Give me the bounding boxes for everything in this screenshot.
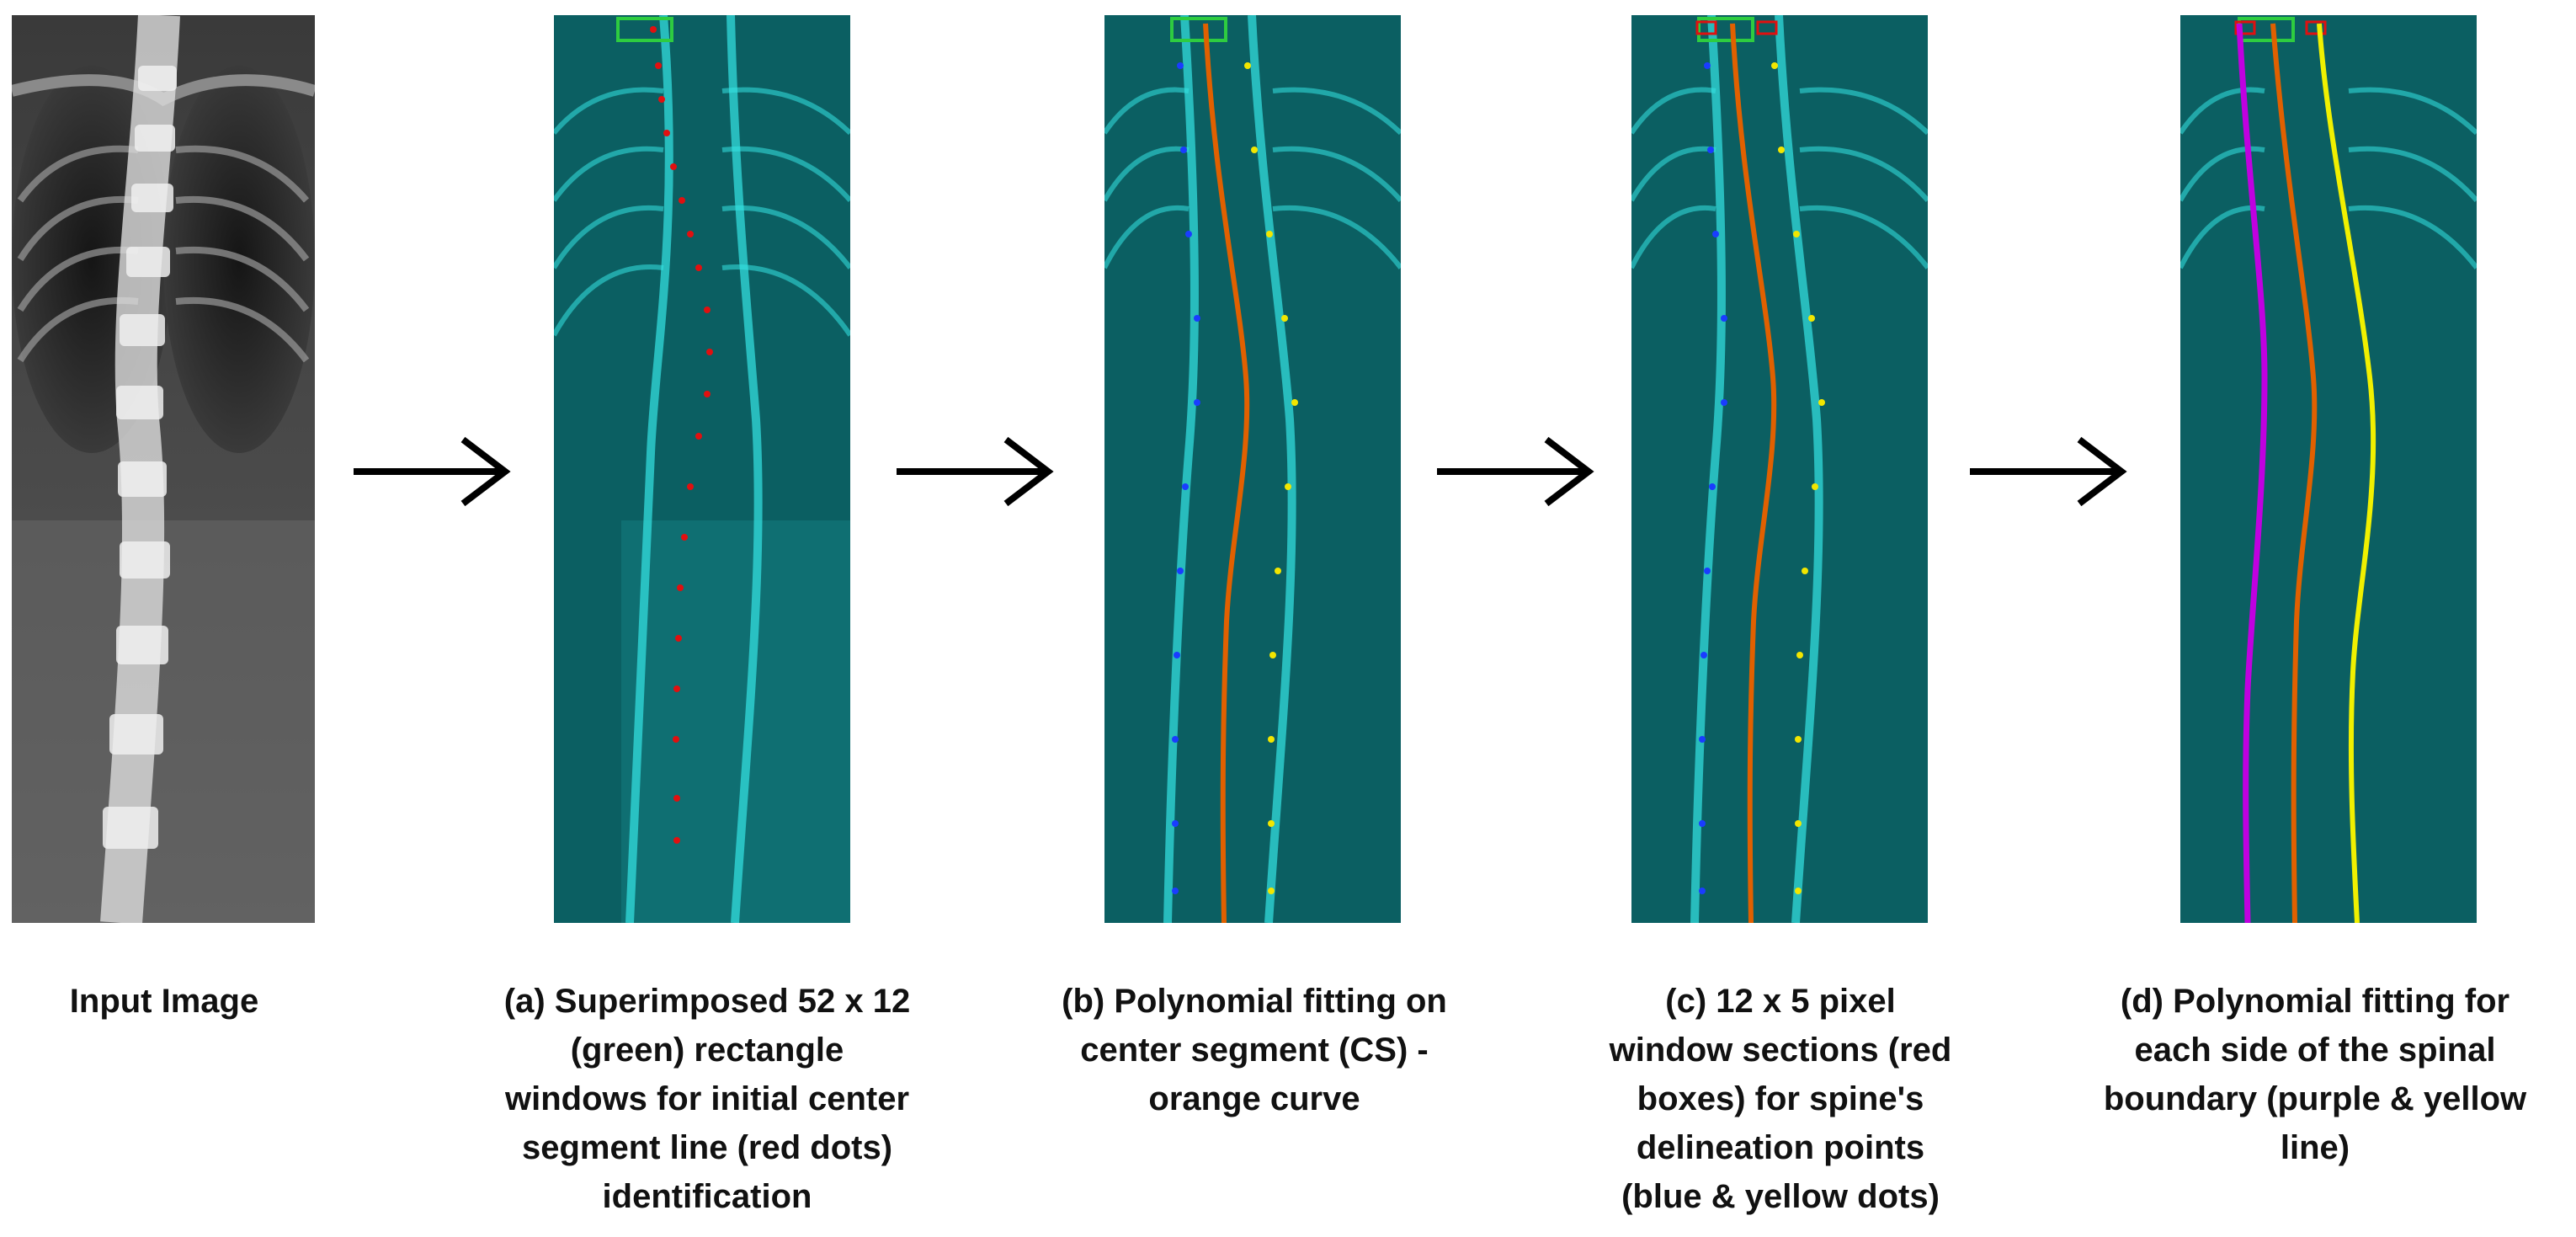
ribs	[17, 145, 310, 363]
cyan-background	[1104, 15, 1401, 923]
panel-a	[554, 15, 850, 923]
caption-b: (b) Polynomial fitting on center segment…	[1062, 983, 1447, 1117]
right-dots	[1771, 62, 1825, 894]
red-window-right	[2305, 20, 2327, 35]
caption-d: (d) Polynomial fitting for each side of …	[2103, 983, 2527, 1166]
ribs	[1631, 87, 1928, 269]
spine-right-edge	[1248, 15, 1296, 923]
arrow-3	[1437, 429, 1605, 514]
arrow-2	[897, 429, 1065, 514]
center-curve	[1203, 23, 1250, 923]
caption-c: (c) 12 x 5 pixel window sections (red bo…	[1609, 983, 1952, 1215]
spine-left-edge	[625, 15, 673, 923]
caption-a: (a) Superimposed 52 x 12 (green) rectang…	[503, 983, 911, 1215]
green-window	[616, 17, 673, 42]
panel-b	[1104, 15, 1401, 923]
panel-a-svg	[554, 15, 850, 923]
right-boundary-curve	[2317, 23, 2376, 923]
center-dots	[650, 26, 713, 844]
spine-left-edge	[1163, 15, 1199, 923]
caption-input: Input Image	[69, 983, 259, 1020]
left-boundary-curve	[2236, 23, 2268, 923]
red-window-left	[1695, 20, 1717, 35]
red-window-left	[2234, 20, 2256, 35]
right-dots	[1244, 62, 1298, 894]
vertebrae	[103, 66, 177, 849]
arrow-4	[1970, 429, 2138, 514]
panel-b-svg	[1104, 15, 1401, 923]
spine-right-edge	[726, 15, 763, 923]
ribs	[2180, 87, 2477, 269]
panel-c-svg	[1631, 15, 1928, 923]
arrow-1	[354, 429, 522, 514]
ribs	[1104, 87, 1401, 269]
green-window	[1697, 17, 1754, 42]
left-dots	[1699, 62, 1727, 894]
red-window-right	[1756, 20, 1778, 35]
panel-d	[2180, 15, 2477, 923]
panel-d-svg	[2180, 15, 2477, 923]
center-curve	[1730, 23, 1777, 923]
left-dots	[1172, 62, 1200, 894]
cyan-background	[2180, 15, 2477, 923]
abdomen-noise	[621, 520, 850, 923]
spine-right-edge	[1775, 15, 1823, 923]
cyan-background	[1631, 15, 1928, 923]
xray-svg	[12, 15, 315, 923]
spine-left-edge	[1690, 15, 1726, 923]
cyan-background	[554, 15, 850, 923]
input-image	[12, 15, 315, 923]
green-window	[1170, 17, 1227, 42]
center-curve	[2270, 23, 2318, 923]
panel-c	[1631, 15, 1928, 923]
